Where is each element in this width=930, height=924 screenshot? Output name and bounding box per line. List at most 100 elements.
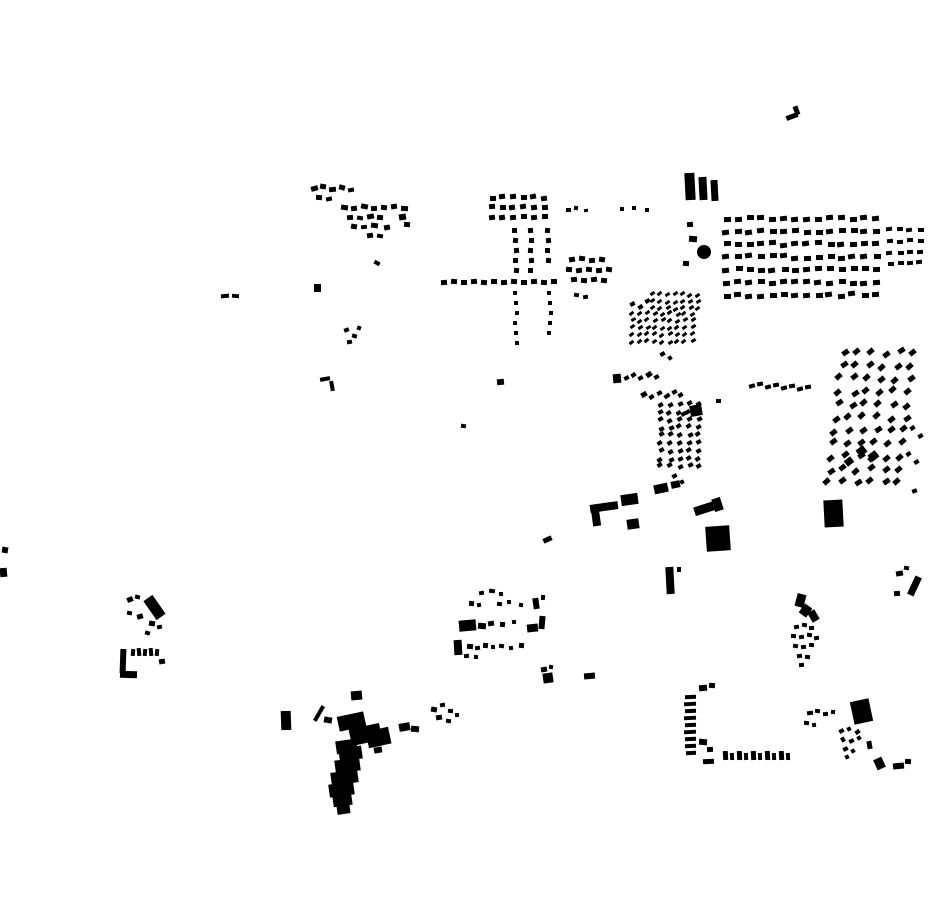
building-footprint bbox=[496, 601, 503, 607]
building-footprint bbox=[680, 338, 687, 345]
building-footprint bbox=[873, 399, 882, 408]
building-footprint bbox=[768, 281, 777, 287]
building-footprint bbox=[652, 331, 658, 337]
building-footprint bbox=[829, 437, 839, 446]
building-footprint bbox=[791, 227, 800, 234]
building-footprint bbox=[825, 280, 834, 287]
building-footprint bbox=[705, 525, 731, 552]
building-footprint bbox=[666, 417, 673, 424]
building-footprint bbox=[510, 278, 518, 285]
building-footprint bbox=[544, 227, 551, 234]
building-footprint bbox=[780, 228, 788, 235]
building-footprint bbox=[590, 276, 598, 283]
building-footprint bbox=[686, 221, 694, 228]
building-footprint bbox=[158, 658, 166, 665]
building-footprint bbox=[814, 708, 821, 714]
building-footprint bbox=[547, 291, 551, 295]
building-footprint bbox=[148, 620, 156, 627]
building-footprint bbox=[816, 229, 824, 235]
building-footprint bbox=[735, 266, 743, 272]
building-footprint bbox=[905, 361, 915, 371]
building-footprint bbox=[886, 238, 894, 243]
building-footprint bbox=[383, 224, 391, 231]
building-footprint bbox=[815, 217, 823, 223]
building-footprint bbox=[815, 293, 823, 299]
building-footprint bbox=[649, 305, 656, 311]
building-footprint bbox=[682, 260, 690, 267]
building-footprint bbox=[545, 248, 550, 253]
building-footprint bbox=[632, 206, 636, 210]
building-footprint bbox=[729, 752, 735, 761]
building-footprint bbox=[815, 240, 823, 246]
building-footprint bbox=[722, 750, 729, 761]
building-footprint bbox=[813, 280, 822, 286]
building-footprint bbox=[839, 267, 847, 273]
building-footprint bbox=[859, 398, 868, 407]
building-footprint bbox=[903, 414, 912, 423]
building-footprint bbox=[826, 265, 834, 271]
building-footprint bbox=[897, 437, 907, 446]
building-footprint bbox=[658, 339, 665, 346]
building-footprint bbox=[628, 332, 635, 338]
building-footprint bbox=[547, 331, 551, 335]
building-footprint bbox=[688, 235, 698, 243]
building-footprint bbox=[723, 240, 731, 246]
building-footprint bbox=[710, 179, 719, 202]
building-footprint bbox=[882, 477, 891, 486]
building-footprint bbox=[802, 266, 811, 273]
building-footprint bbox=[668, 330, 674, 337]
building-footprint bbox=[888, 385, 898, 394]
building-footprint bbox=[850, 265, 858, 271]
building-footprint bbox=[802, 279, 811, 285]
building-footprint bbox=[895, 570, 904, 577]
building-footprint bbox=[790, 292, 799, 299]
building-footprint bbox=[698, 738, 708, 746]
building-footprint bbox=[886, 425, 896, 434]
building-footprint bbox=[871, 215, 880, 222]
building-footprint bbox=[468, 600, 475, 607]
building-footprint bbox=[518, 642, 525, 649]
building-footprint bbox=[684, 722, 697, 728]
building-footprint bbox=[838, 463, 847, 472]
building-footprint bbox=[909, 424, 916, 432]
building-footprint bbox=[370, 205, 378, 212]
building-footprint bbox=[779, 216, 787, 222]
building-footprint bbox=[643, 338, 650, 344]
building-footprint bbox=[685, 423, 692, 430]
building-footprint bbox=[600, 277, 608, 284]
building-footprint bbox=[890, 400, 900, 409]
building-footprint bbox=[882, 350, 891, 360]
building-footprint bbox=[882, 454, 891, 463]
building-footprint bbox=[708, 682, 716, 689]
building-footprint bbox=[651, 338, 658, 344]
building-footprint bbox=[861, 373, 871, 382]
building-footprint bbox=[545, 257, 552, 264]
building-footprint bbox=[798, 634, 805, 640]
building-footprint bbox=[892, 477, 902, 486]
building-footprint bbox=[373, 746, 383, 754]
building-footprint bbox=[677, 456, 684, 462]
building-footprint bbox=[637, 324, 644, 330]
building-footprint bbox=[508, 645, 514, 651]
building-footprint bbox=[690, 316, 697, 322]
building-footprint bbox=[666, 317, 672, 324]
building-footprint bbox=[398, 722, 411, 732]
building-footprint bbox=[450, 278, 458, 285]
building-footprint bbox=[548, 664, 554, 670]
building-footprint bbox=[684, 736, 697, 742]
building-footprint bbox=[231, 293, 240, 299]
building-footprint bbox=[680, 310, 687, 317]
building-footprint bbox=[136, 613, 144, 620]
building-footprint bbox=[697, 245, 711, 259]
building-footprint bbox=[695, 448, 703, 454]
building-footprint bbox=[580, 277, 588, 284]
building-footprint bbox=[325, 196, 333, 202]
building-footprint bbox=[843, 411, 852, 421]
building-footprint bbox=[659, 325, 666, 332]
building-footprint bbox=[667, 402, 674, 408]
building-footprint bbox=[769, 293, 777, 299]
building-footprint bbox=[530, 214, 537, 221]
building-footprint bbox=[734, 216, 742, 222]
building-footprint bbox=[683, 701, 697, 707]
building-footprint bbox=[376, 214, 384, 221]
